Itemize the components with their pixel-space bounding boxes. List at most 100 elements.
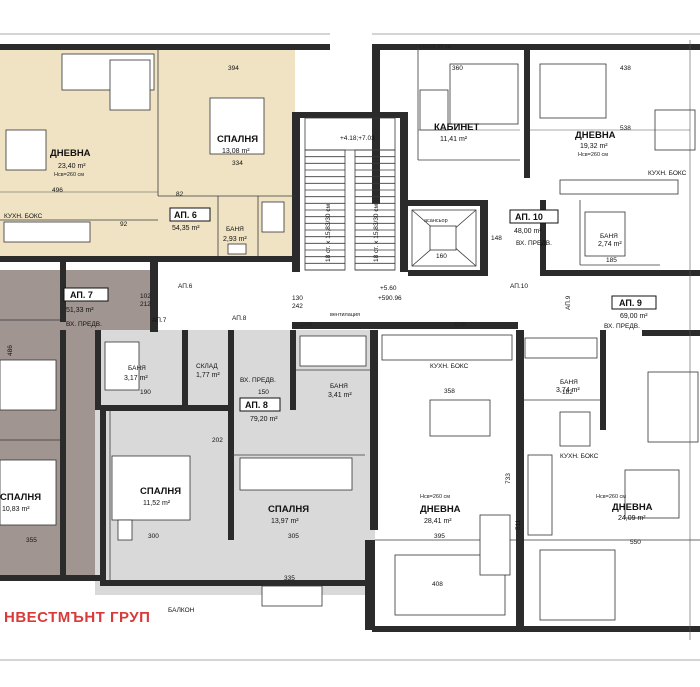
stair-landing-abs: +590.96 (378, 295, 402, 302)
dim-733: 733 (505, 473, 512, 484)
room-area-banya-8: 3,41 m² (328, 392, 352, 399)
room-name-kuhn-c: КУХН. БОКС (430, 363, 469, 370)
dim-92: 92 (120, 221, 128, 228)
room-name-kuhn-10: КУХН. БОКС (648, 170, 687, 177)
room-area-kabinet: 11,41 m² (440, 136, 468, 143)
apt8-area: 79,20 m² (250, 416, 278, 423)
room-area-banya-6: 2,93 m² (223, 236, 247, 243)
room-area-spalnya-8b: 13,97 m² (271, 518, 299, 525)
room-name-balkon: БАЛКОН (168, 607, 195, 614)
room-name-dnevna-6: ДНЕВНА (50, 148, 91, 159)
room-area-banya-9: 3,74 m² (556, 387, 580, 394)
room-name-spalnya-7: СПАЛНЯ (0, 492, 41, 503)
room-name-vh-7: ВХ. ПРЕДВ. (66, 321, 102, 328)
dim-212: 212 (140, 301, 151, 308)
room-name-dnevna-9: ДНЕВНА (612, 502, 653, 513)
room-area-spalnya-8a: 11,52 m² (143, 500, 171, 507)
apt8-entry: АП.8 (232, 315, 247, 322)
dim-550: 550 (630, 539, 641, 546)
room-name-vh-10: ВХ. ПРЕДВ. (516, 240, 552, 247)
apt8-label: АП. 8 (245, 400, 268, 410)
room-area-banya-7: 3,17 m² (124, 375, 148, 382)
room-name-banya-7: БАНЯ (128, 365, 146, 372)
room-area-banya-10: 2,74 m² (598, 241, 622, 248)
dim-185: 185 (606, 257, 617, 264)
dim-82: 82 (176, 191, 184, 198)
room-height-dnevna-c: Нсв=260 см (420, 494, 450, 500)
staircase (304, 117, 396, 271)
elevator-label: асансьор (424, 218, 448, 224)
dim-190: 190 (140, 389, 151, 396)
dim-150: 150 (258, 389, 269, 396)
room-name-spalnya-8a: СПАЛНЯ (140, 486, 181, 497)
dim-305: 305 (288, 533, 299, 540)
room-name-dnevna-10: ДНЕВНА (575, 130, 616, 141)
apt10-label: АП. 10 (515, 212, 543, 222)
dim-182: 182 (562, 389, 573, 396)
room-name-kuhn-9: КУХН. БОКС (560, 453, 599, 460)
room-area-spalnya-7: 10,83 m² (2, 506, 30, 513)
dim-438: 438 (620, 65, 631, 72)
watermark: НВЕСТМЪНТ ГРУП (4, 609, 150, 626)
room-name-banya-9: БАНЯ (560, 379, 578, 386)
room-height-dnevna-9: Нсв=260 см (596, 494, 626, 500)
room-area-dnevna-10: 19,32 m² (580, 143, 608, 150)
dim-496: 496 (52, 187, 63, 194)
stair-flight-a: 18 ст. х 15,83/30 см (325, 203, 332, 262)
room-name-banya-8: БАНЯ (330, 383, 348, 390)
room-area-dnevna-9: 24,09 m² (618, 515, 646, 522)
dim-242: 242 (292, 303, 303, 310)
room-name-vh-9: ВХ. ПРЕДВ. (604, 323, 640, 330)
room-name-banya-6: БАНЯ (226, 226, 244, 233)
apt7-entry: АП.7 (152, 317, 167, 324)
room-height-dnevna-10: Нсв=260 см (578, 152, 608, 158)
apt10-area: 48,00 m² (514, 228, 542, 235)
apt10-entry: АП.10 (510, 283, 528, 290)
room-area-spalnya-6: 13,08 m² (222, 148, 250, 155)
dim-408: 408 (432, 581, 443, 588)
dim-148: 148 (491, 235, 502, 242)
dim-334: 334 (232, 160, 243, 167)
dush-label-2: ДУШ (454, 322, 466, 328)
room-name-vh-8: ВХ. ПРЕДВ. (240, 377, 276, 384)
walls (0, 44, 700, 632)
dim-360: 360 (452, 65, 463, 72)
dush-label: ДУШ (300, 322, 312, 328)
apt9-entry: АП.9 (565, 295, 572, 310)
room-name-spalnya-6: СПАЛНЯ (217, 134, 258, 145)
room-name-dnevna-c: ДНЕВНА (420, 504, 461, 515)
room-name-spalnya-8b: СПАЛНЯ (268, 504, 309, 515)
top-note: ПОДД 35 см (420, 44, 451, 50)
apt7-label: АП. 7 (70, 290, 93, 300)
elevator (411, 209, 477, 267)
dim-538: 538 (620, 125, 631, 132)
apt9-label: АП. 9 (619, 298, 642, 308)
dim-394: 394 (228, 65, 239, 72)
vent-note: вентилация (330, 312, 360, 318)
apt6-label: АП. 6 (174, 210, 197, 220)
apt6-area: 54,35 m² (172, 225, 200, 232)
partitions (0, 48, 700, 580)
dim-160: 160 (436, 253, 447, 260)
apt9-area: 69,00 m² (620, 313, 648, 320)
dim-130: 130 (292, 295, 303, 302)
apt7-area: 51,33 m² (66, 307, 94, 314)
room-area-dnevna-6: 23,40 m² (58, 163, 86, 170)
apt-tags (63, 207, 657, 412)
dim-395: 395 (434, 533, 445, 540)
dim-355: 355 (26, 537, 37, 544)
dim-358: 358 (444, 388, 455, 395)
stair-flight-b: 18 ст. х 15,83/30 см (373, 203, 380, 262)
dim-300: 300 (148, 533, 159, 540)
dim-511: 511 (515, 519, 522, 530)
dim-486: 486 (7, 345, 14, 356)
room-name-sklad: СКЛАД (196, 363, 218, 370)
dim-335: 335 (284, 575, 295, 582)
dimension-lines (0, 33, 700, 661)
room-height-dnevna-6: Нсв=260 см (54, 172, 84, 178)
dim-202: 202 (212, 437, 223, 444)
stair-landing: +5.60 (380, 285, 397, 292)
room-name-kabinet: КАБИНЕТ (434, 122, 480, 133)
